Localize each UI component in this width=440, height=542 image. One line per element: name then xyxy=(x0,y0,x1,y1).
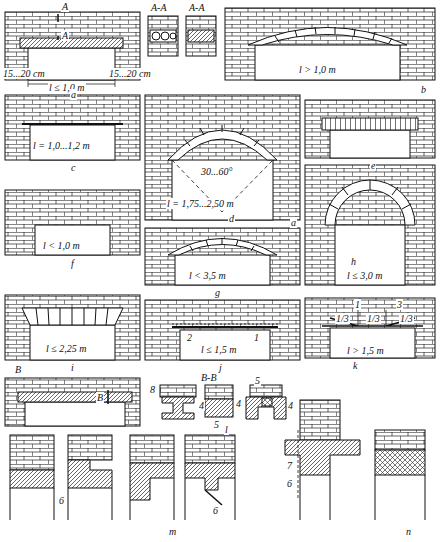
dimension-label: l > 1,5 m xyxy=(346,345,385,356)
dimension-label: l < 3,5 m xyxy=(188,270,227,281)
figure-letter: n xyxy=(405,526,412,537)
figure-letter: g xyxy=(214,287,221,298)
figure-letter: e xyxy=(370,160,376,171)
figure-letter: l xyxy=(224,424,229,435)
figure-letter: B xyxy=(96,392,104,403)
callout-number: 4 xyxy=(287,400,294,411)
dimension-label: 1/3 xyxy=(399,313,414,324)
dimension-label: l ≤ 2,25 m xyxy=(45,343,88,354)
dimension-label: l < 1,0 m xyxy=(42,240,81,251)
dimension-label: l = 1,75...2,50 m xyxy=(166,198,235,209)
callout-number: 5 xyxy=(254,375,261,386)
section-mark: A xyxy=(61,30,69,41)
figure-letter: j xyxy=(218,362,223,373)
dimension-label: l ≤ 1,5 m xyxy=(200,344,238,355)
dimension-label: 1/3 xyxy=(335,313,350,324)
figure-letter: h xyxy=(350,256,357,267)
figure-letter: i xyxy=(70,362,75,373)
callout-number: 6 xyxy=(286,478,293,489)
figure-letter: f xyxy=(70,258,75,269)
figure-letter: k xyxy=(352,360,358,371)
figure-letter: B xyxy=(14,364,22,375)
callout-number: 4 xyxy=(235,398,242,409)
figure-letter: m xyxy=(168,526,177,537)
dimension-label: 1/3 xyxy=(366,313,381,324)
callout-number: 1 xyxy=(354,299,361,310)
dimension-label: l = 1,0...1,2 m xyxy=(32,140,91,151)
figure-letter: c xyxy=(70,162,76,173)
callout-number: 6 xyxy=(58,495,65,506)
callout-number: 4 xyxy=(198,400,205,411)
dimension-label: 15...20 cm xyxy=(2,68,46,79)
figure-letter: a xyxy=(70,89,77,100)
section-mark: B-B xyxy=(200,372,218,383)
callout-number: 8 xyxy=(149,384,156,395)
callout-number: 2 xyxy=(186,332,193,343)
dimension-label: 15...20 cm xyxy=(108,68,152,79)
figure-letter: a xyxy=(290,217,297,228)
callout-number: 6 xyxy=(212,505,219,516)
dimension-label: l ≤ 3,0 m xyxy=(346,270,384,281)
callout-number: 1 xyxy=(253,332,260,343)
callout-number: 7 xyxy=(286,460,293,471)
dimension-label: l ≤ 1,0 m xyxy=(48,82,86,93)
section-mark: A xyxy=(61,1,69,12)
section-mark: A-A xyxy=(188,2,206,13)
callout-number: 5 xyxy=(213,419,220,430)
callout-number: 3 xyxy=(396,299,403,310)
figure-letter: d xyxy=(228,213,235,224)
dimension-label: l > 1,0 m xyxy=(298,64,337,75)
section-mark: A-A xyxy=(150,2,168,13)
figure-letter: b xyxy=(420,84,427,95)
dimension-label: 30...60° xyxy=(200,166,234,177)
